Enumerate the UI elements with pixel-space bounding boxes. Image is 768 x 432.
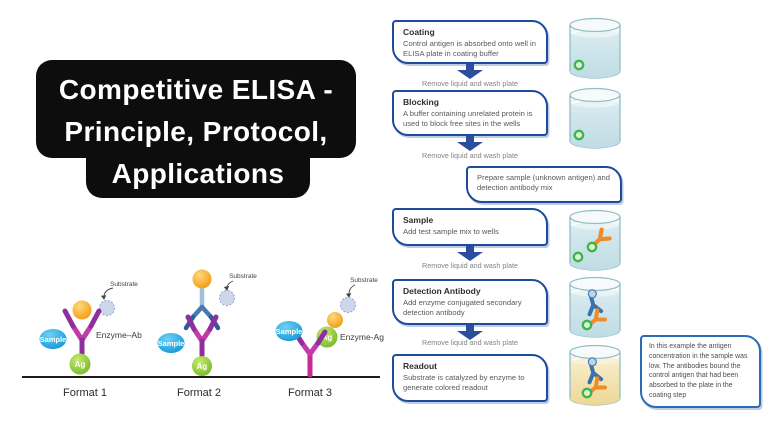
down-arrow-icon	[457, 246, 483, 261]
step-title: Detection Antibody	[403, 286, 481, 296]
beaker-readout	[569, 344, 621, 406]
step-box-sample: Sample Add test sample mix to wells	[392, 208, 548, 246]
format-3-diagram: Substrate Ag Enzyme-Ag Sample Format 3	[275, 277, 384, 399]
sample-label: Sample	[158, 339, 185, 348]
step-body: Control antigen is absorbed onto well in…	[403, 39, 536, 59]
elisa-formats-diagram: Substrate Sample Ag Enzyme–Ab Format 1 S…	[22, 269, 384, 399]
antigen-label: Ag	[322, 333, 333, 342]
enzyme-icon	[327, 312, 343, 328]
step-body: A buffer containing unrelated protein is…	[403, 109, 533, 129]
sample-icon	[275, 321, 303, 341]
title-background	[36, 60, 356, 158]
down-arrow-icon	[457, 325, 483, 340]
format-1-diagram: Substrate Sample Ag Enzyme–Ab Format 1	[39, 281, 142, 399]
antigen-icon	[192, 356, 212, 376]
antigen-icon	[69, 353, 91, 375]
connector-label: Remove liquid and wash plate	[422, 261, 518, 270]
step-box-coating: Coating Control antigen is absorbed onto…	[392, 20, 548, 64]
beaker-column	[569, 17, 621, 406]
substrate-icon	[340, 297, 356, 313]
substrate-label: Substrate	[229, 273, 257, 280]
secondary-antibody-icon	[587, 289, 604, 317]
control-antigen-icon	[573, 129, 585, 141]
bound-antigen-icon	[581, 387, 593, 399]
enzyme-ab-label: Enzyme–Ab	[96, 330, 142, 340]
page-title-line-2: Principle, Protocol,	[64, 116, 328, 147]
substrate-arrow	[223, 280, 234, 291]
beaker-detection	[569, 276, 621, 338]
beaker-sample	[569, 209, 621, 271]
step-title: Sample	[403, 215, 434, 225]
step-title: Readout	[403, 361, 437, 371]
title-background-lower	[86, 142, 310, 198]
page-title-line-3: Applications	[111, 158, 285, 189]
substrate-arrow	[100, 287, 114, 300]
enzyme-icon	[72, 300, 92, 320]
substrate-icon	[219, 290, 235, 306]
format-3-label: Format 3	[288, 387, 332, 399]
bound-antigen-icon	[586, 241, 598, 253]
step-box-readout: Readout Substrate is catalyzed by enzyme…	[392, 354, 548, 402]
beaker-coating	[569, 17, 621, 79]
prepare-sample-note: Prepare sample (unknown antigen) and det…	[466, 166, 622, 203]
substrate-label: Substrate	[110, 281, 138, 288]
control-antigen-icon	[573, 59, 585, 71]
step-title: Blocking	[403, 97, 439, 107]
enzyme-icon	[192, 269, 212, 289]
down-arrow-icon	[457, 136, 483, 151]
page-title-line-1: Competitive ELISA -	[58, 74, 334, 105]
substrate-arrow	[345, 284, 356, 298]
step-title: Coating	[403, 27, 435, 37]
sample-label: Sample	[276, 327, 303, 336]
down-arrow-icon	[457, 64, 483, 79]
antigen-icon	[316, 326, 338, 348]
enzyme-antibody-icon	[62, 308, 102, 357]
beaker-blocking	[569, 87, 621, 149]
control-antigen-icon	[572, 251, 584, 263]
format-1-label: Format 1	[63, 387, 107, 399]
enzyme-ag-label: Enzyme-Ag	[340, 332, 384, 342]
capture-antibody-icon	[185, 314, 219, 358]
connector-label: Remove liquid and wash plate	[422, 79, 518, 88]
antigen-label: Ag	[75, 360, 86, 369]
connector-label: Remove liquid and wash plate	[422, 338, 518, 347]
substrate-icon	[99, 300, 115, 316]
sample-label: Sample	[40, 335, 67, 344]
substrate-label: Substrate	[350, 277, 378, 284]
format-2-diagram: Substrate Sample Ag Format 2	[157, 269, 257, 399]
antigen-label: Ag	[197, 362, 208, 371]
sample-icon	[157, 333, 185, 353]
step-box-blocking: Blocking A buffer containing unrelated p…	[392, 90, 548, 136]
step-box-detection-antibody: Detection Antibody Add enzyme conjugated…	[392, 279, 548, 325]
format-2-label: Format 2	[177, 387, 221, 399]
step-body: Add test sample mix to wells	[403, 227, 499, 236]
connector-label: Remove liquid and wash plate	[422, 151, 518, 160]
step-body: Substrate is catalyzed by enzyme to gene…	[403, 373, 525, 393]
detection-antibody-icon	[183, 285, 221, 331]
bound-antigen-icon	[581, 319, 593, 331]
coated-antibody-icon	[292, 329, 328, 378]
secondary-antibody-icon	[587, 357, 604, 385]
result-explanation-note: In this example the antigen concentratio…	[640, 335, 761, 408]
sample-icon	[39, 329, 67, 349]
step-body: Add enzyme conjugated secondary detectio…	[403, 298, 522, 318]
